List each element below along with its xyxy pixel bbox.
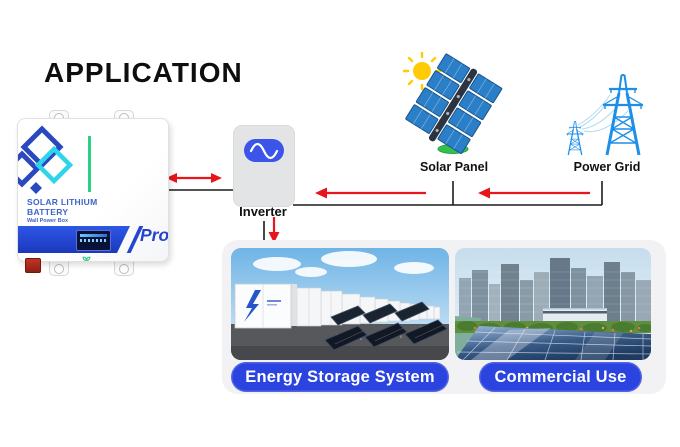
transmission-tower-icon [601,73,645,157]
diamond-logo-icon [18,125,74,194]
arrow-grid-to-inverter-icon [478,187,590,199]
city-skyline [459,258,651,324]
battery-name-line1: SOLAR LITHIUM [27,197,98,207]
mount-tab-icon [114,258,134,276]
commercial-use-photo [455,248,651,360]
power-grid-icon [565,73,645,157]
page-title: APPLICATION [44,57,243,88]
battery-subtitle: Wall Power Box [27,218,69,224]
transmission-tower-small-icon [565,120,585,156]
power-grid-label: Power Grid [573,160,641,174]
pro-badge: Pro [140,225,169,245]
commercial-use-button: Commercial Use [479,362,642,392]
accent-line [88,136,91,192]
lightning-bolt-icon [244,290,261,322]
energy-storage-button: Energy Storage System [231,362,449,392]
mount-hole-icon [54,264,64,274]
energy-storage-button-label: Energy Storage System [245,367,435,386]
bidirectional-arrow-icon [166,173,222,183]
energy-storage-photo [231,248,449,360]
battery-body: SOLAR LITHIUM BATTERY Wall Power Box Pro [17,118,169,262]
sprout-icon [82,256,91,261]
mount-hole-icon [119,264,129,274]
sine-wave-icon [249,142,279,160]
lcd-display-icon [76,230,111,251]
battery-unit: SOLAR LITHIUM BATTERY Wall Power Box Pro [15,110,171,276]
inverter-label: Inverter [239,204,287,219]
inverter-box [233,125,295,207]
solar-panel-label: Solar Panel [419,160,489,174]
inverter-pill [244,139,284,162]
battery-name: SOLAR LITHIUM BATTERY [27,197,97,217]
sun-icon [402,51,442,91]
commercial-use-button-label: Commercial Use [494,367,627,386]
battery-name-line2: BATTERY [27,207,69,218]
power-lines-icon [577,94,629,133]
ground-solar-panels [324,301,448,351]
rooftop-solar-array [455,326,651,360]
solar-panel-icon [402,51,503,154]
applications-panel: Energy Storage System Commercial Use [222,240,666,394]
arrow-solar-to-inverter-icon [315,187,426,199]
battery-terminal-icon [25,258,41,273]
display-band [18,226,130,253]
